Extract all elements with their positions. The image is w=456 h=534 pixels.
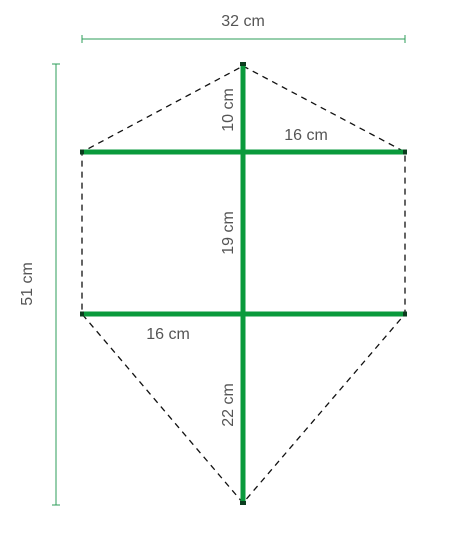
height-dimension-label: 51 cm	[19, 262, 36, 306]
spar-end-cap-lower-left	[80, 311, 84, 317]
lower-left-half-label: 16 cm	[146, 326, 190, 343]
bottom-segment-label: 22 cm	[220, 383, 237, 427]
width-dimension: 32 cm	[81, 13, 406, 43]
width-dimension-label: 32 cm	[221, 13, 265, 30]
height-dimension: 51 cm	[19, 63, 60, 506]
spar-end-cap-upper-left	[80, 149, 84, 155]
spar-end-cap-lower-right	[403, 311, 407, 317]
top-segment-label: 10 cm	[220, 88, 237, 132]
spars	[80, 62, 407, 505]
spar-end-cap-bottom	[240, 501, 246, 505]
spar-end-cap-upper-right	[403, 149, 407, 155]
middle-segment-label: 19 cm	[220, 211, 237, 255]
upper-right-half-label: 16 cm	[284, 127, 328, 144]
spar-end-cap-top	[240, 62, 246, 66]
